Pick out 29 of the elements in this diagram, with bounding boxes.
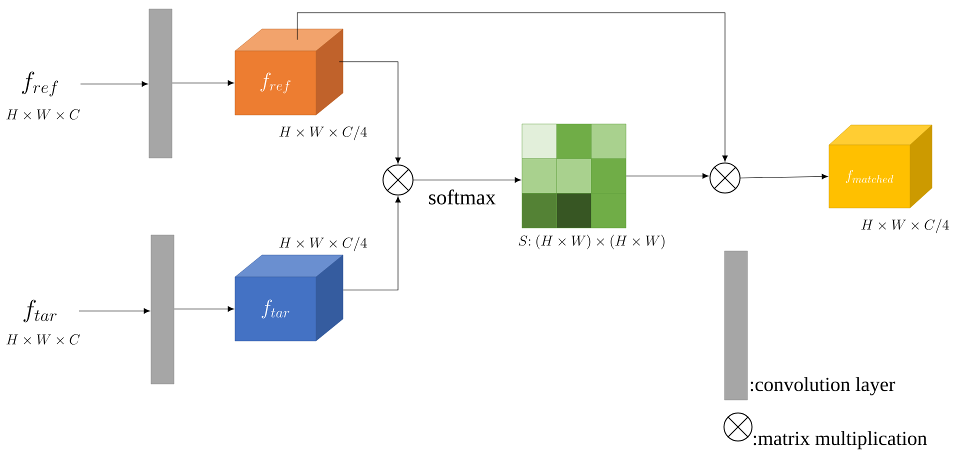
legend-item: :matrix multiplication [724, 412, 927, 450]
convolution-layer [150, 234, 174, 384]
arrow [626, 173, 709, 179]
dimension-label: $H\times W\times C/4$ [861, 218, 949, 234]
cube: $f_{ref}$ [234, 28, 344, 116]
arrow [413, 177, 522, 183]
arrow [80, 81, 148, 87]
arrow [740, 174, 828, 180]
feature-label: $f_{ref}$ [22, 72, 58, 96]
edge-label: softmax [427, 188, 497, 206]
arrow [172, 80, 234, 86]
cube: $f_{matched}$ [828, 124, 932, 208]
dimension-label: $H\times W\times C$ [6, 109, 80, 120]
legend-item: :convolution layer [724, 250, 896, 400]
convolution-layer [148, 8, 172, 158]
dimension-label: $H\times W\times C/4$ [279, 126, 367, 140]
multiply-symbol [710, 162, 740, 194]
cube: $f_{tar}$ [234, 254, 344, 342]
dimension-label: $S{:}\ (H\times W)\times(H\times W)$ [518, 234, 664, 250]
arrow [296, 12, 728, 162]
dimension-label: $H\times W\times C$ [6, 334, 80, 345]
similarity-matrix [522, 124, 626, 228]
multiply-symbol [382, 164, 414, 196]
dimension-label: $H\times W\times C/4$ [279, 236, 367, 252]
arrow [174, 306, 234, 312]
arrow [78, 308, 150, 314]
arrow [338, 62, 401, 164]
feature-label: $f_{tar}$ [23, 300, 57, 322]
arrow [342, 196, 401, 290]
